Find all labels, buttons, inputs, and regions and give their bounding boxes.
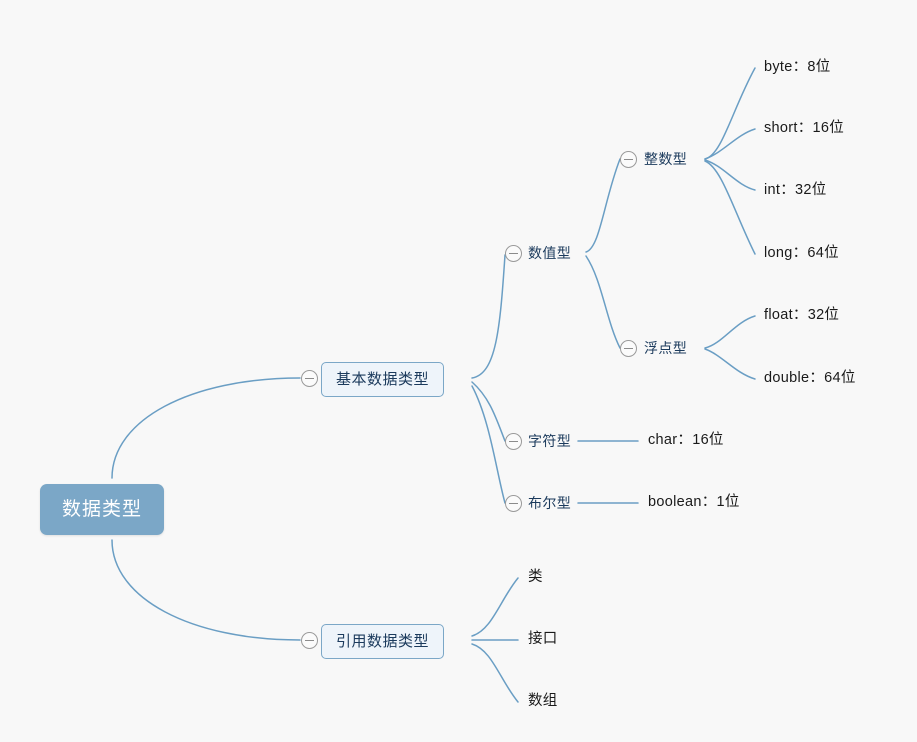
toggle-boolean[interactable] (505, 495, 522, 512)
node-root[interactable]: 数据类型 (40, 484, 165, 535)
edge-root-reference (111, 539, 301, 641)
edge-integer-int (704, 159, 756, 191)
toggle-numeric[interactable] (505, 245, 522, 262)
node-integer[interactable]: 整数型 (644, 151, 688, 167)
node-interface[interactable]: 接口 (528, 631, 558, 647)
node-reference[interactable]: 引用数据类型 (321, 624, 445, 659)
edge-reference-array (471, 643, 519, 703)
node-floating[interactable]: 浮点型 (644, 340, 688, 356)
edge-floating-double (704, 348, 756, 380)
node-int[interactable]: int：32位 (764, 182, 827, 198)
edge-integer-long (704, 160, 756, 255)
node-numeric[interactable]: 数值型 (528, 245, 572, 261)
node-char[interactable]: char：16位 (648, 432, 724, 448)
toggle-character[interactable] (505, 433, 522, 450)
node-float[interactable]: float：32位 (764, 307, 840, 323)
edge-numeric-floating (585, 255, 621, 349)
node-short[interactable]: short：16位 (764, 120, 845, 136)
edge-reference-class (471, 577, 519, 637)
node-class[interactable]: 类 (528, 569, 543, 585)
edge-numeric-integer (585, 158, 621, 253)
node-character[interactable]: 字符型 (528, 433, 572, 449)
node-long[interactable]: long：64位 (764, 245, 839, 261)
toggle-basic[interactable] (301, 370, 318, 387)
toggle-reference[interactable] (301, 632, 318, 649)
node-double[interactable]: double：64位 (764, 370, 856, 386)
edge-basic-character (471, 381, 506, 442)
node-basic[interactable]: 基本数据类型 (321, 362, 445, 397)
node-byte[interactable]: byte：8位 (764, 59, 831, 75)
edge-integer-short (704, 128, 756, 160)
edge-basic-numeric (471, 254, 506, 379)
toggle-floating[interactable] (620, 340, 637, 357)
node-boolean[interactable]: 布尔型 (528, 495, 572, 511)
edge-integer-byte (704, 67, 756, 160)
node-boolean-leaf[interactable]: boolean：1位 (648, 494, 740, 510)
toggle-integer[interactable] (620, 151, 637, 168)
node-array[interactable]: 数组 (528, 693, 558, 709)
edge-basic-boolean (471, 385, 506, 504)
edge-floating-float (704, 315, 756, 349)
edge-root-basic (111, 377, 301, 479)
